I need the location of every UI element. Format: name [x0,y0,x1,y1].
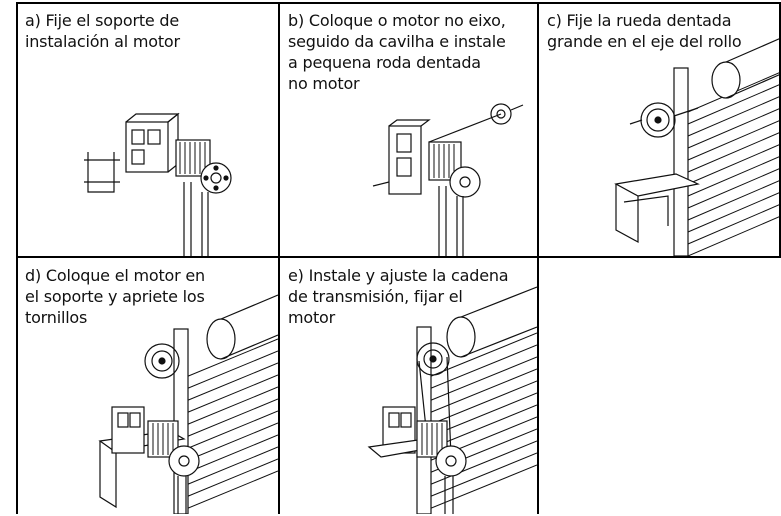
grid-border-right-top [779,2,781,257]
step-c-illustration [614,37,781,256]
step-d-caption: d) Coloque el motor en el soporte y apri… [25,266,205,327]
step-c-cell: c) Fije la rueda dentada grande en el ej… [538,2,781,256]
step-a-illustration [84,112,232,256]
grid-border-top [16,2,781,4]
step-grid: a) Fije el soporte de instalación al mot… [16,2,781,514]
step-b-illustration [372,103,524,256]
step-e-cell: e) Instale y ajuste la cadena de transmi… [279,257,537,514]
step-b-caption: b) Coloque o motor no eixo, seguido da c… [288,11,506,93]
grid-divider-2 [537,2,539,514]
step-b-cell: b) Coloque o motor no eixo, seguido da c… [279,2,537,256]
step-d-cell: d) Coloque el motor en el soporte y apri… [16,257,278,514]
step-e-caption: e) Instale y ajuste la cadena de transmi… [288,266,509,327]
grid-border-middle [16,256,781,258]
step-a-cell: a) Fije el soporte de instalación al mot… [16,2,278,256]
step-e-illustration [367,286,537,514]
step-a-caption: a) Fije el soporte de instalación al mot… [25,11,180,51]
step-c-caption: c) Fije la rueda dentada grande en el ej… [547,11,742,51]
grid-divider-1 [278,2,280,514]
step-d-illustration [98,294,278,514]
grid-border-left [16,2,18,514]
